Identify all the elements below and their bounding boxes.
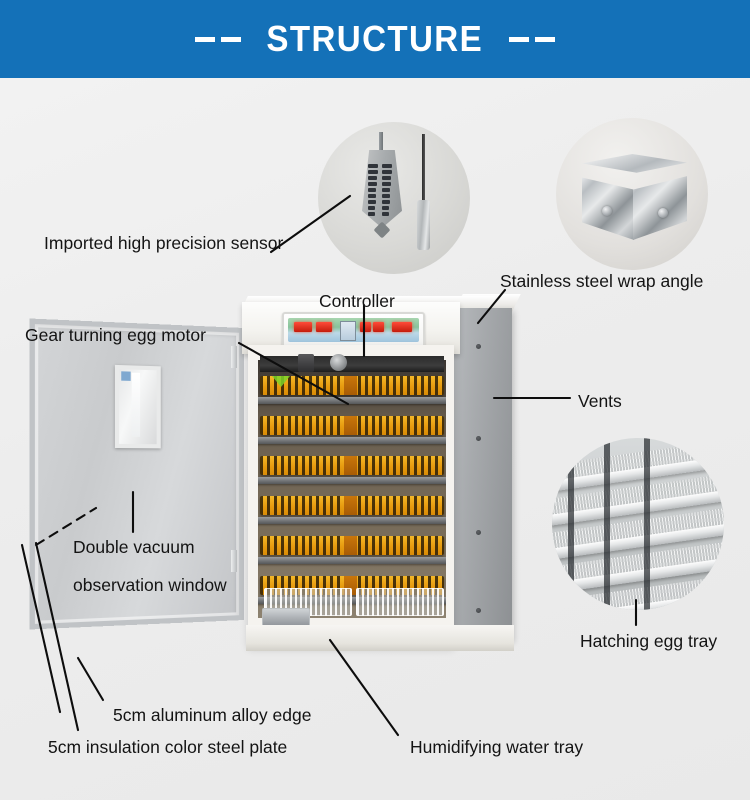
controller-panel[interactable]: [282, 312, 425, 348]
label-imported-sensor: Imported high precision sensor: [44, 233, 284, 253]
hatching-basket: [356, 588, 444, 616]
door-hinge-icon: [231, 550, 237, 572]
label-aluminum-alloy-edge: 5cm aluminum alloy edge: [113, 705, 312, 725]
bracket-right-face: [633, 176, 687, 240]
header-dash-right-icon: [508, 36, 555, 42]
vent-hole-icon: [476, 608, 481, 613]
cabinet-base: [246, 625, 514, 651]
label-stainless-wrap-angle: Stainless steel wrap angle: [500, 271, 704, 291]
label-vents: Vents: [578, 391, 622, 411]
hatch-frame-post: [604, 438, 610, 610]
tray-divider: [344, 496, 357, 515]
probe-wire: [422, 134, 425, 206]
egg-turning-motor-bar: [260, 356, 444, 372]
cabinet-side-panel: [454, 308, 512, 640]
page-title: STRUCTURE: [266, 18, 484, 59]
probe-metal-tip: [417, 200, 430, 250]
bracket-screw-icon: [658, 208, 668, 218]
header-content: STRUCTURE: [195, 18, 555, 60]
tray-divider: [344, 536, 357, 555]
bracket-screw-icon: [602, 206, 612, 216]
tray-rail: [258, 517, 446, 524]
label-insulation-steel-plate: 5cm insulation color steel plate: [48, 737, 288, 757]
label-humidifying-water-tray: Humidifying water tray: [410, 737, 584, 757]
label-hatching-egg-tray: Hatching egg tray: [580, 631, 718, 651]
incubator-interior: [258, 360, 446, 618]
tray-rail: [258, 477, 446, 484]
controller-lcd: [340, 321, 356, 341]
inset-wrap-angle-closeup: [556, 118, 708, 270]
tray-rail: [258, 597, 446, 604]
vent-hole-icon: [476, 344, 481, 349]
hatch-frame-post: [568, 438, 574, 610]
controller-display: [288, 318, 419, 342]
tray-rail: [258, 437, 446, 444]
label-double-vacuum: Double vacuum: [73, 537, 195, 557]
power-indicator-icon: [272, 376, 290, 387]
motor-gear-wheel-icon: [330, 354, 347, 371]
observation-window: [114, 364, 161, 449]
label-observation-window: observation window: [73, 575, 227, 595]
tray-divider: [344, 376, 357, 395]
door-hinge-icon: [231, 346, 237, 368]
page-header-banner: STRUCTURE: [0, 0, 750, 78]
corner-bracket: [578, 154, 690, 246]
tray-rail: [258, 397, 446, 404]
sensor-vent-slots-icon: [368, 164, 396, 216]
hatch-frame-post: [644, 438, 650, 610]
gear-turning-egg-motor: [298, 354, 314, 372]
tray-divider: [344, 456, 357, 475]
header-dash-left-icon: [195, 36, 242, 42]
vent-hole-icon: [476, 436, 481, 441]
sensor-tip: [373, 221, 391, 239]
tray-rail: [258, 557, 446, 564]
vent-hole-icon: [476, 530, 481, 535]
sensor-cable: [379, 132, 383, 154]
incubator-illustration: [29, 250, 550, 690]
tray-divider: [344, 416, 357, 435]
inset-hatching-tray-closeup: [552, 438, 724, 610]
label-controller: Controller: [319, 291, 395, 311]
label-gear-turning-motor: Gear turning egg motor: [25, 325, 206, 345]
